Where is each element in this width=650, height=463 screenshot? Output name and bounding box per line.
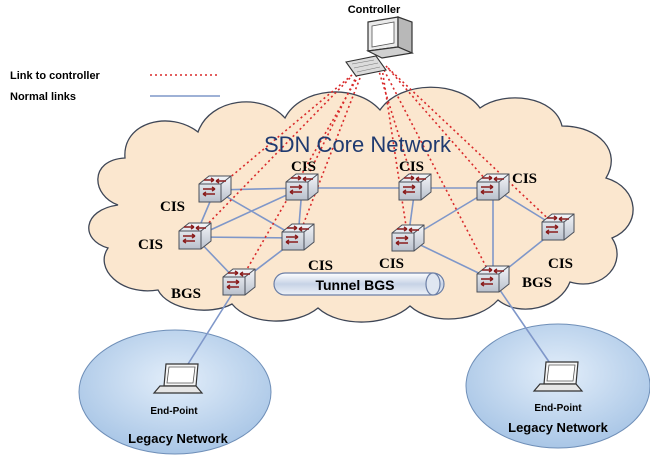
legacy-network-left-label: Legacy Network — [128, 431, 228, 446]
controller-node: Controller — [345, 4, 415, 77]
switch-cis-mid-center-right — [391, 224, 425, 252]
switch-cis-right — [541, 213, 575, 241]
normal-link — [194, 187, 303, 238]
controller-link — [194, 77, 351, 238]
endpoint-left-label: End-Point — [150, 406, 198, 417]
network-switch-icon — [198, 175, 232, 203]
controller-link — [377, 67, 416, 189]
switch-label-cis: CIS — [399, 159, 424, 175]
switch-label-cis: CIS — [291, 159, 316, 175]
tunnel-label: Tunnel BGS — [315, 277, 394, 293]
controller-links — [194, 65, 559, 284]
controller-link — [238, 79, 357, 284]
legend-controller-link-label: Link to controller — [10, 70, 101, 82]
switch-labels: CIS CIS CIS CIS BGS CIS CIS CIS CIS BGS — [138, 159, 573, 302]
controller-label: Controller — [348, 4, 401, 16]
network-switch-icon — [285, 173, 319, 201]
controller-link — [297, 77, 361, 239]
switch-cis-mid-left — [178, 222, 212, 250]
switch-label-cis: CIS — [160, 199, 185, 215]
network-switch-icon — [398, 173, 432, 201]
switch-label-cis: CIS — [308, 258, 333, 274]
switch-label-bgs: BGS — [171, 286, 201, 302]
normal-link — [492, 279, 557, 373]
switch-bgs-left — [222, 268, 256, 296]
endpoint-right-label: End-Point — [534, 403, 582, 414]
network-switch-icon — [222, 268, 256, 296]
controller-link — [381, 67, 409, 240]
legend-normal-link-label: Normal links — [10, 91, 76, 103]
switch-cis-top-right — [476, 173, 510, 201]
desktop-computer-icon — [345, 16, 415, 77]
network-switch-icon — [281, 223, 315, 251]
normal-link — [194, 236, 299, 239]
network-switch-icon — [476, 265, 510, 293]
switch-cis-top-left — [198, 175, 232, 203]
sdn-core-title: SDN Core Network — [264, 132, 452, 157]
endpoint-right: End-Point Legacy Network — [508, 361, 609, 435]
switch-label-bgs: BGS — [522, 275, 552, 291]
switch-label-cis: CIS — [548, 256, 573, 272]
endpoint-left: End-Point Legacy Network — [128, 363, 229, 446]
switch-cis-mid-center-left — [281, 223, 315, 251]
tunnel-bgs: Tunnel BGS — [273, 272, 445, 296]
switch-label-cis: CIS — [512, 171, 537, 187]
switch-cis-top-center-left — [285, 173, 319, 201]
normal-link — [182, 282, 240, 373]
network-switch-icon — [476, 173, 510, 201]
switch-bgs-right — [476, 265, 510, 293]
network-switch-icon — [541, 213, 575, 241]
controller-link — [385, 65, 494, 189]
switch-label-cis: CIS — [379, 256, 404, 272]
network-switch-icon — [178, 222, 212, 250]
switch-label-cis: CIS — [138, 237, 163, 253]
controller-link — [387, 67, 559, 229]
network-switch-icon — [391, 224, 425, 252]
legend: Link to controller Normal links — [10, 70, 220, 103]
legacy-network-right-label: Legacy Network — [508, 420, 608, 435]
switch-cis-top-center-right — [398, 173, 432, 201]
